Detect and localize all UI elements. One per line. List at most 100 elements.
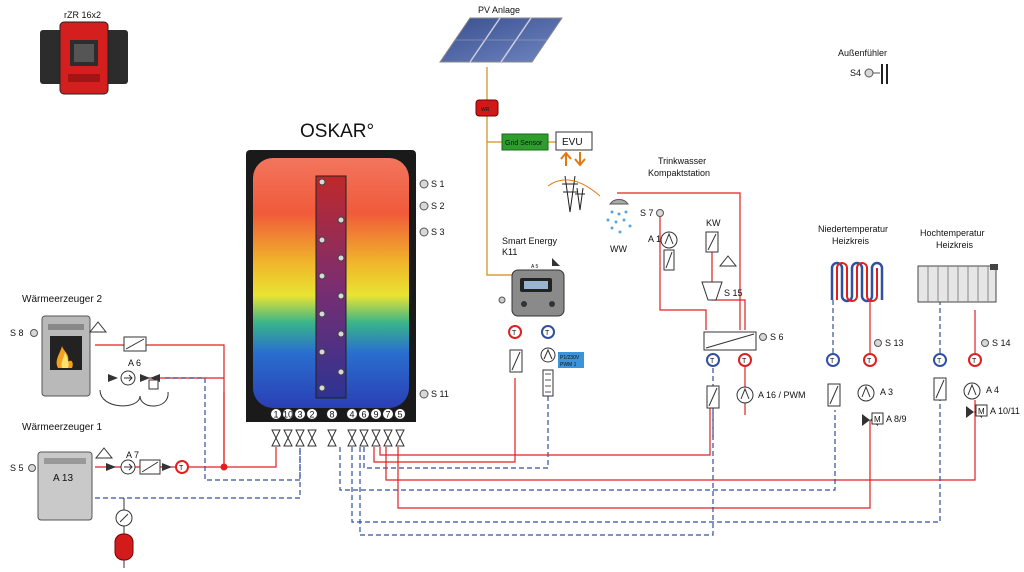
thermometer-htc-cold: T [933,353,947,367]
svg-text:S 8: S 8 [10,328,24,338]
svg-text:A 5: A 5 [531,264,538,270]
mixer-a89[interactable]: M A 8/9 [862,412,907,426]
sensor-s6[interactable]: S 6 [759,332,784,342]
check-valve-se [509,349,523,373]
smart-energy-controller[interactable]: A 5 [498,264,565,317]
svg-text:S 13: S 13 [885,338,904,348]
radiator-icon [917,264,998,303]
pump-a3[interactable]: A 3 [857,384,893,402]
mixer-a1011[interactable]: M A 10/11 [966,404,1020,418]
tank-port-6[interactable]: 6 [358,408,370,447]
svg-text:T: T [545,330,550,337]
check-valve-htc [933,377,947,401]
pump-a16[interactable]: A 16 / PWM [736,386,806,404]
thermometer-se-cold: T [541,325,555,339]
svg-text:9: 9 [373,410,378,420]
svg-text:A 7: A 7 [126,450,139,460]
heater2-label: Wärmeerzeuger 2 [22,294,102,305]
ww-label: WW [610,244,627,254]
s15-label: S 15 [724,288,743,298]
coil-dot [337,368,345,376]
pressure-valve-icon [718,255,738,267]
shower-icon [606,199,632,234]
thermometer-ltc-hot: T [863,353,877,367]
outdoor-sensor[interactable]: Außenfühler S4 [838,48,888,84]
svg-text:S 2: S 2 [431,201,445,211]
tank-port-3[interactable]: 3 [294,408,306,447]
high-temp-label: Hochtemperatur Heizkreis [920,228,985,250]
tank-sensor-s1[interactable]: S 1 [419,179,445,189]
pv-array[interactable]: PV Anlage [439,5,563,63]
svg-text:Smart Energy: Smart Energy [502,236,558,246]
svg-text:M: M [978,407,985,416]
tank-port-7[interactable]: 7 [382,408,394,447]
svg-text:6: 6 [361,410,366,420]
pressure-valve-heater2 [88,321,108,333]
svg-text:S 11: S 11 [431,389,449,399]
thermometer-htc-hot: T [968,353,982,367]
sensor-s8[interactable]: S 8 [10,328,38,338]
inverter-wr[interactable]: WR [475,99,499,117]
svg-text:8: 8 [329,410,334,420]
svg-text:T: T [867,358,872,365]
coil-dot [318,178,326,186]
heating-element-icon [542,369,554,397]
svg-text:5: 5 [397,410,402,420]
grid-sensor[interactable]: Grid Sensor [501,133,549,151]
pump-a6[interactable]: A 6 [108,358,160,390]
coil-dot [318,384,326,392]
heat-exchanger[interactable] [703,331,757,351]
svg-text:A 3: A 3 [880,387,893,397]
svg-text:M: M [874,415,881,424]
svg-text:T: T [937,358,942,365]
svg-text:Heizkreis: Heizkreis [936,240,974,250]
tank-sensor-s2[interactable]: S 2 [419,201,445,211]
pump-a4[interactable]: A 4 [963,382,999,400]
pwm-box: P1/230V PWM 1 [558,352,584,368]
tank-port-4[interactable]: 4 [346,408,358,447]
svg-text:WR: WR [481,107,490,113]
check-valve-heater2 [123,336,147,352]
check-valve-ww [706,385,720,409]
tank-port-1[interactable]: 1 [270,408,282,447]
check-valve-ltc [827,383,841,407]
sensor-s7[interactable]: S 7 [640,208,664,218]
tank-port-5[interactable]: 5 [394,408,406,447]
svg-text:A 13: A 13 [53,473,73,484]
pump-a1[interactable]: A 1 [648,231,678,271]
power-pylon-icon [547,175,601,213]
svg-text:S 3: S 3 [431,227,445,237]
pump-a7[interactable]: A 7 [106,450,172,475]
stove-rzr[interactable]: rZR 16x2 [40,10,128,95]
tank-port-2[interactable]: 2 [306,408,318,447]
svg-text:T: T [742,358,747,365]
low-temp-label: Niedertemperatur Heizkreis [818,224,888,246]
drinking-water-label: Trinkwasser Kompaktstation [648,156,710,178]
evu-box[interactable]: EVU [555,131,593,151]
tank-sensor-s3[interactable]: S 3 [419,227,445,237]
sensor-s13[interactable]: S 13 [874,338,904,348]
page-title: OSKAR° [300,121,374,142]
svg-text:A 6: A 6 [128,358,141,368]
svg-text:A 10/11: A 10/11 [990,406,1020,416]
sensor-s14[interactable]: S 14 [981,338,1011,348]
valve-icon [552,258,560,266]
pump-se[interactable] [540,347,556,363]
svg-text:S 7: S 7 [640,208,654,218]
coil-dot [318,310,326,318]
thermometer-ltc-cold: T [826,353,840,367]
heater1-boiler[interactable]: A 13 [37,451,93,521]
thermometer-ww-hot: T [738,353,752,367]
svg-text:A 1: A 1 [648,234,661,244]
heater1-label: Wärmeerzeuger 1 [22,422,102,433]
heater2-stove[interactable] [41,315,91,397]
svg-text:10: 10 [283,410,293,420]
tank-sensor-s11[interactable]: S 11 [419,389,449,399]
tank-port-9[interactable]: 9 [370,408,382,447]
svg-text:S 5: S 5 [10,463,24,473]
tank-port-8[interactable]: 8 [326,408,338,447]
svg-text:S 6: S 6 [770,332,784,342]
tank-port-10[interactable]: 10 [282,408,294,447]
sensor-s5[interactable]: S 5 [10,463,36,473]
